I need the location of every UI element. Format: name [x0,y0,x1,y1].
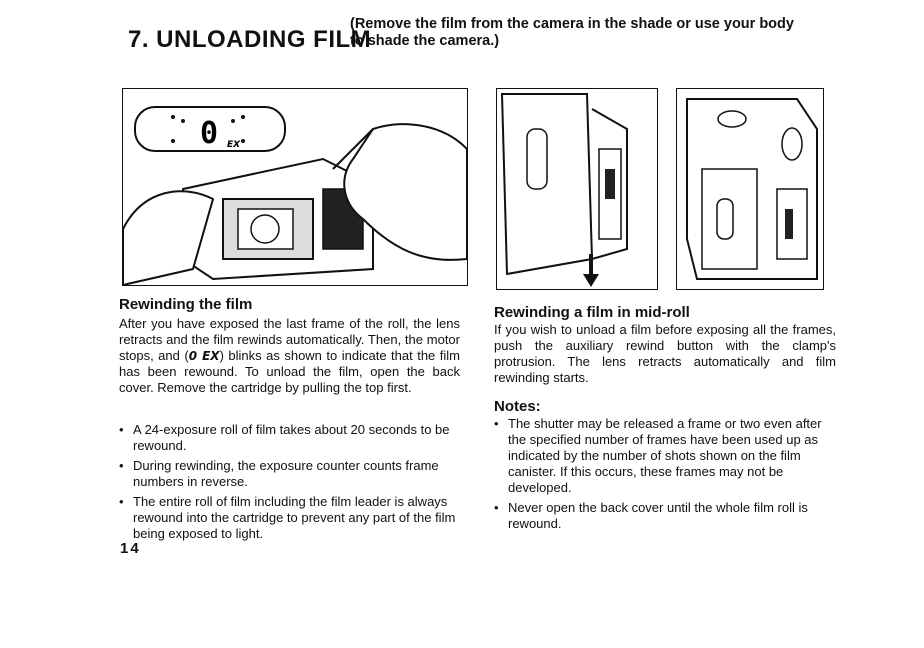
rewinding-text-2: ) blinks as shown to indicate that the f… [119,348,460,395]
figure-rewinding-camera: 0 EX [122,88,468,286]
notes-bullets: The shutter may be released a frame or t… [492,416,836,536]
rewinding-bullets: A 24-exposure roll of film takes about 2… [117,422,460,546]
list-item: The shutter may be released a frame or t… [492,416,836,496]
figure-back-cover [496,88,658,290]
figure-camera-side [676,88,824,290]
section-title: 7. UNLOADING FILM [128,26,372,53]
list-item: A 24-exposure roll of film takes about 2… [117,422,460,454]
rewinding-paragraph: After you have exposed the last frame of… [119,316,460,396]
midroll-paragraph: If you wish to unload a film before expo… [494,322,836,385]
section-note-line2: to shade the camera.) [350,33,500,49]
counter-digit: 0 [200,116,218,151]
page-number: 14 [120,540,141,557]
rewinding-heading: Rewinding the film [119,296,253,313]
rewinding-text-1: After you have exposed the last frame of… [119,316,460,363]
back-cover-illustration [500,93,628,287]
camera-side-illustration [686,98,818,280]
midroll-heading: Rewinding a film in mid-roll [494,304,690,321]
list-item: During rewinding, the exposure counter c… [117,458,460,490]
section-note: (Remove the film from the camera in the … [350,16,870,50]
list-item: The entire roll of film including the fi… [117,494,460,542]
notes-heading: Notes: [494,398,541,415]
counter-label: EX [227,140,241,150]
counter-symbol: 0 EX [188,349,220,363]
section-note-line1: (Remove the film from the camera in the … [350,16,794,32]
list-item: Never open the back cover until the whol… [492,500,836,532]
camera-rewind-illustration: 0 EX [123,106,467,285]
